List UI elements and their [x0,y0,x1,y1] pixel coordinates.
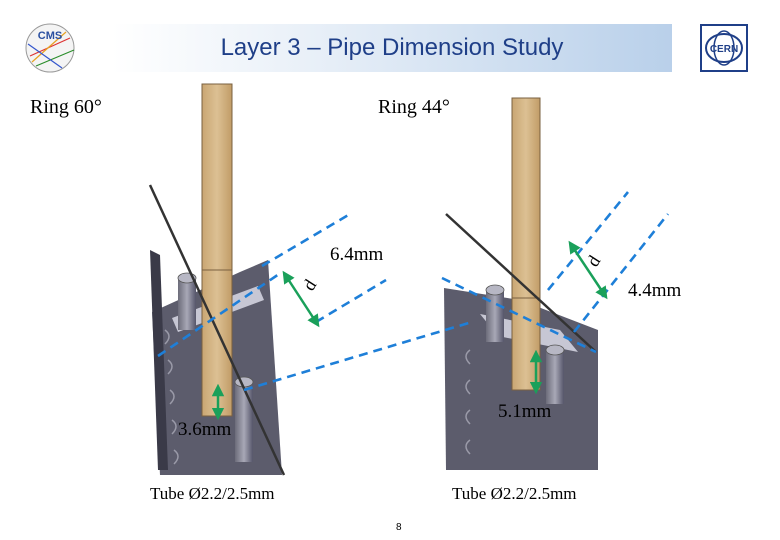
left-assembly [148,83,286,476]
left-ring-line [148,184,286,476]
tube-right-label: Tube Ø2.2/2.5mm [452,484,577,503]
gap-left-value: 3.6mm [178,419,232,440]
d-right-value: 4.4mm [628,280,682,301]
cern-logo-text: CERN [710,44,738,55]
right-ring-line [445,213,597,353]
right-slots [465,349,471,455]
left-slots [164,329,179,465]
ring-60-label: Ring 60° [30,96,102,118]
cern-logo: CERN [700,24,748,72]
cms-logo-text: CMS [38,30,62,42]
cms-logo: CMS [25,23,75,73]
left-d-arrow [282,270,320,328]
ring-44-label: Ring 44° [378,96,450,118]
left-structure-edge [150,250,168,470]
right-post [486,290,504,342]
right-post-lower [546,350,564,404]
right-d-arrow [568,240,608,300]
right-pipe [511,97,541,391]
right-assembly [444,97,598,470]
left-post [178,278,196,330]
left-post-lower [235,382,253,462]
gap-right-value: 5.1mm [498,401,552,422]
page-number: 8 [396,522,402,533]
left-pipe [201,83,233,417]
tube-left-label: Tube Ø2.2/2.5mm [150,484,275,503]
slide-title: Layer 3 – Pipe Dimension Study [220,34,564,61]
title-bar [112,24,672,72]
left-d-symbol: d [299,276,321,294]
d-left-value: 6.4mm [330,244,384,265]
